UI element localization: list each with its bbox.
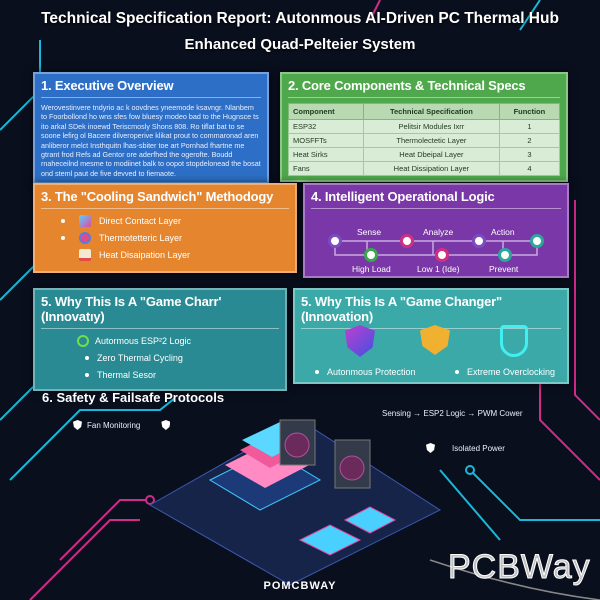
core-components-panel: 2. Core Components & Technical Specs Com… (280, 72, 568, 182)
check-circle-icon (77, 335, 89, 347)
logic-node (400, 234, 414, 248)
control-flow-label: Sensing → ESP2 Logic → PWM Cower (382, 409, 523, 418)
list-item: Thermal Sesor (85, 368, 279, 382)
list-item: Thermotetteric Layer (61, 231, 289, 245)
fan-monitoring-label: Fan Monitoring (73, 420, 171, 430)
logic-node (364, 248, 378, 262)
report-subtitle: Enhanced Quad-Pelteier System (184, 36, 416, 53)
list-item: Autonmous Protection (315, 365, 416, 379)
board-badge-icon (420, 325, 450, 355)
logic-node (435, 248, 449, 262)
executive-overview-panel: 1. Executive Overview Werovestinvere tnd… (33, 72, 269, 185)
logic-label-action: Action (491, 227, 515, 237)
contact-layer-icon (79, 215, 91, 227)
logic-node (472, 234, 486, 248)
thermoelectric-layer-icon (79, 232, 91, 244)
column-header: Technical Specification (362, 103, 500, 120)
list-item: Autormous ESP²2 Logic (77, 334, 279, 348)
list-item: Extreme Overclocking (455, 365, 555, 379)
cooling-sandwich-panel: 3. The "Cooling Sandwich" Methodogy Dire… (33, 183, 297, 273)
list-item: Heat Disaipation Layer (61, 248, 289, 262)
logic-label-analyze: Analyze (423, 227, 454, 237)
pcbway-watermark: PCBWay (448, 548, 591, 587)
logic-node (328, 234, 342, 248)
safety-heading: 6. Safety & Failsafe Protocols (42, 390, 225, 405)
list-item: Direct Contact Layer (61, 214, 289, 228)
section-heading: 1. Executive Overview (41, 78, 261, 98)
overview-text: Werovestinvere tndyrio ac k oovdnes ynee… (41, 103, 261, 178)
heat-dissipation-icon (79, 249, 91, 261)
logic-label-low-idle: Low 1 (Ide) (417, 264, 460, 274)
brand-logo: POMCBWAY (263, 580, 337, 592)
logic-label-prevent: Prevent (489, 264, 519, 274)
section-heading: 4. Intelligent Operational Logic (311, 189, 561, 209)
column-header: Component (288, 103, 364, 120)
shield-icon (73, 420, 82, 430)
section-heading: 3. The "Cooling Sandwich" Methodogy (41, 189, 289, 209)
innovation-panel-left: 5. Why This Is A "Game Charr' (Innovatıy… (33, 288, 287, 391)
isolated-power-label: Isolated Power (426, 443, 505, 453)
thermal-hub-board-illustration (148, 419, 442, 586)
shield-icon (500, 325, 528, 357)
section-heading: 5. Why This Is A "Game Charr' (Innovatıy… (41, 294, 279, 329)
section-heading: 2. Core Components & Technical Specs (288, 78, 560, 98)
shield-icon (161, 420, 171, 430)
protection-shield-icon (345, 325, 375, 357)
logic-label-high-load: High Load (352, 264, 391, 274)
column-header: Function (498, 103, 561, 120)
logic-node (498, 248, 512, 262)
logic-node (530, 234, 544, 248)
operational-logic-panel: 4. Intelligent Operational Logic Sense A… (303, 183, 569, 278)
innovation-panel-right: 5. Why This Is A "Game Changer" (Innovat… (293, 288, 569, 384)
list-item: Zero Thermal Cycling (85, 351, 279, 365)
logic-label-sense: Sense (357, 227, 382, 237)
section-heading: 5. Why This Is A "Game Changer" (Innovat… (301, 294, 561, 329)
shield-icon (426, 443, 435, 453)
report-title: Technical Specification Report: Autonmou… (41, 10, 559, 27)
